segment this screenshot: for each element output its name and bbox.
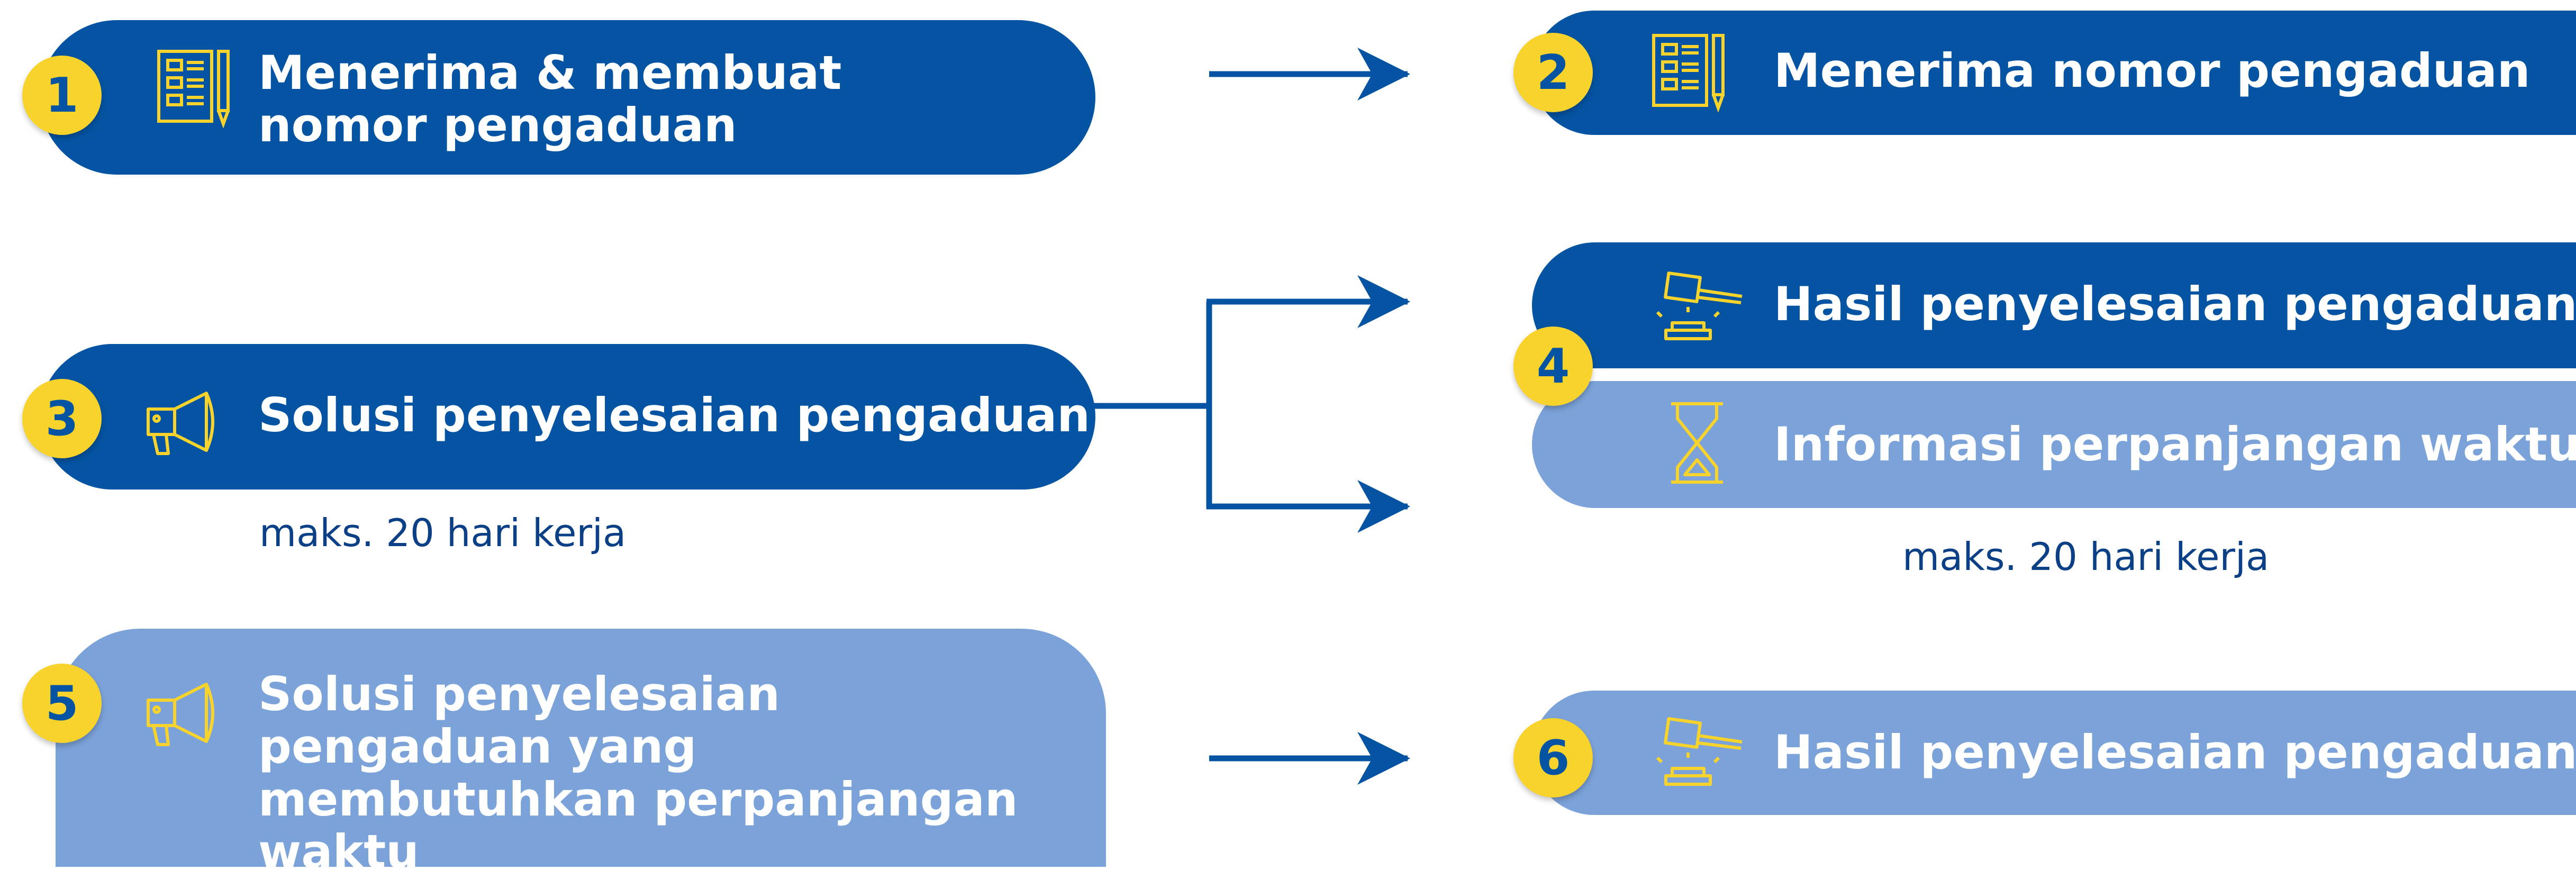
document-pen-icon (156, 49, 238, 128)
step-4-top-pill (1532, 242, 2576, 368)
gavel-icon (1656, 715, 1746, 790)
step-2-text: Menerima nomor pengaduan (1774, 43, 2530, 98)
hourglass-icon (1668, 401, 1726, 485)
step-5-text: Solusi penyelesaian pengaduan yang membu… (258, 667, 1018, 879)
note-right: maks. 20 hari kerja (1902, 534, 2270, 579)
note-left: maks. 20 hari kerja (259, 511, 627, 555)
step-6-badge: 6 (1513, 718, 1593, 798)
step-4-badge: 4 (1513, 327, 1593, 406)
step-3-badge: 3 (22, 379, 102, 458)
step-6-pill (1532, 691, 2576, 815)
step-2-badge: 2 (1513, 33, 1593, 112)
step-6-text: Hasil penyelesaian pengaduan (1774, 725, 2576, 780)
megaphone-icon (144, 389, 223, 458)
document-pen-icon (1651, 33, 1733, 112)
step-4-text-bottom: Informasi perpanjangan waktu (1774, 417, 2576, 472)
step-5-pill (56, 629, 1106, 867)
step-4-text-top: Hasil penyelesaian pengaduan (1774, 277, 2576, 331)
step-1-text: Menerima & membuat nomor pengaduan (258, 46, 842, 153)
step-3-pill (40, 344, 1095, 490)
step-1-badge: 1 (22, 56, 102, 135)
megaphone-icon (144, 680, 223, 749)
step-1-pill (40, 20, 1095, 175)
step-5-badge: 5 (22, 664, 102, 743)
gavel-icon (1656, 270, 1746, 344)
step-3-text: Solusi penyelesaian pengaduan (258, 388, 1091, 442)
